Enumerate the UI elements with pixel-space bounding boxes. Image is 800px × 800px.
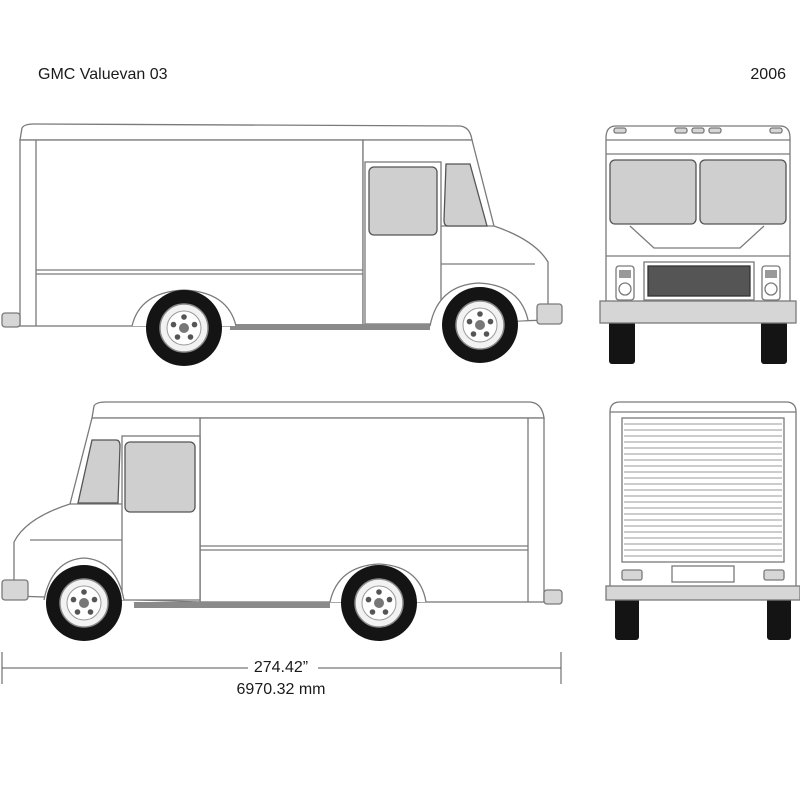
rear-bumper [543, 589, 563, 605]
windshield [77, 439, 121, 504]
roll-up-door-slats [624, 423, 782, 557]
length-dimension-line [1, 652, 562, 684]
windshield-right [699, 159, 787, 225]
tire [615, 588, 639, 640]
windshield-left [609, 159, 697, 225]
tail-light-left [621, 569, 643, 581]
front-bumper [1, 579, 29, 601]
rear-bumper [1, 312, 21, 328]
side-right-wheels [146, 287, 518, 366]
rear-bumper-rear [605, 585, 800, 601]
length-inches: 274.42” [253, 659, 309, 676]
windshield [443, 163, 488, 227]
side-left-wheels [46, 565, 417, 641]
license-plate [671, 565, 735, 583]
front-bumper [536, 303, 563, 325]
door-window [368, 166, 438, 236]
model-year: 2006 [750, 66, 786, 83]
vehicle-title: GMC Valuevan 03 [38, 66, 168, 83]
front-bumper-front [599, 300, 797, 324]
front-view [599, 125, 797, 364]
tail-light-right [763, 569, 785, 581]
length-millimeters: 6970.32 mm [236, 681, 326, 698]
door-window [124, 441, 196, 513]
roof [19, 123, 473, 141]
tire [767, 588, 791, 640]
grille [647, 265, 751, 297]
rear-view [605, 401, 800, 640]
roof [91, 401, 545, 419]
